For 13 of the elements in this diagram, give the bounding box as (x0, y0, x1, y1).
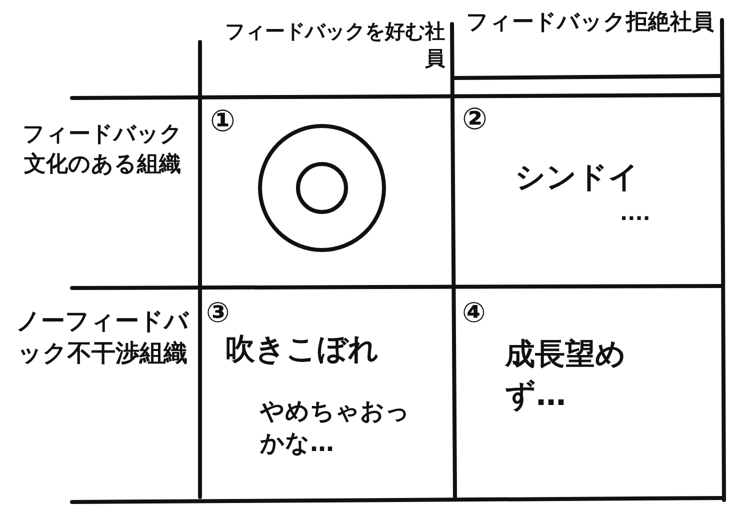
cell-number: ② (462, 102, 488, 137)
row-header: ノーフィードバック不干渉組織 (16, 307, 189, 368)
column-header: フィードバックを好む社員 (225, 19, 445, 70)
ellipsis-text: .... (620, 201, 650, 225)
cell-number: ① (210, 104, 236, 139)
column-header: フィードバック拒絶社員 (466, 10, 714, 35)
cell-number: ③ (206, 296, 230, 329)
cell-text: シンドイ (515, 160, 639, 195)
row-header: フィードバック文化のある組織 (22, 122, 182, 177)
cell-text: 成長望めず… (505, 337, 626, 412)
cell-text: やめちゃおっかな… (260, 397, 410, 458)
cell-text: 吹きこぼれ (225, 332, 379, 367)
cell-number: ④ (462, 296, 486, 329)
